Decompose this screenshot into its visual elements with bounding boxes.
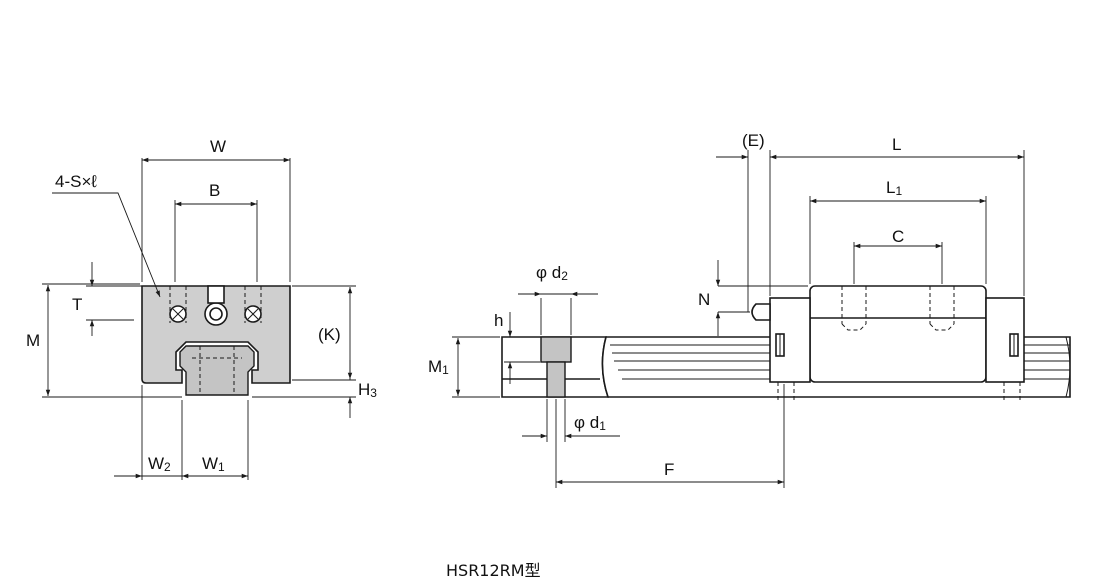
tapped-hole-left xyxy=(169,286,187,323)
label-height: M xyxy=(26,331,40,350)
tapped-hole-right xyxy=(244,286,262,323)
label-e-dim: (E) xyxy=(742,131,765,150)
label-l1: L1 xyxy=(886,178,902,198)
side-view: (E) L L1 C N φ d2 h M1 xyxy=(428,131,1071,488)
front-rail xyxy=(179,345,255,396)
label-m1: M1 xyxy=(428,357,449,377)
label-w2: W2 xyxy=(148,454,171,474)
grease-nipple-side xyxy=(751,303,771,321)
figure-caption: HSR12RM型 xyxy=(446,561,541,580)
label-thread: 4-S×ℓ xyxy=(55,172,97,191)
label-h-dim: h xyxy=(494,311,503,330)
label-n-dim: N xyxy=(698,290,710,309)
side-block xyxy=(809,285,987,383)
rail-bolt-hole xyxy=(546,361,566,398)
grease-nipple-front xyxy=(204,302,228,326)
label-width: W xyxy=(210,137,226,156)
rail-counterbore xyxy=(540,336,572,363)
label-length: L xyxy=(892,135,901,154)
label-w1: W1 xyxy=(202,454,225,474)
label-pitch: F xyxy=(664,460,674,479)
label-d1: φ d1 xyxy=(574,413,606,433)
label-h3: H3 xyxy=(358,380,377,400)
front-view: W B 4-S×ℓ T M (K) H3 xyxy=(26,137,377,480)
label-c-dim: C xyxy=(892,227,904,246)
label-d2: φ d2 xyxy=(536,263,568,283)
label-hole-spacing: B xyxy=(209,181,220,200)
label-k-dim: (K) xyxy=(318,325,341,344)
label-thread-depth: T xyxy=(72,295,82,314)
